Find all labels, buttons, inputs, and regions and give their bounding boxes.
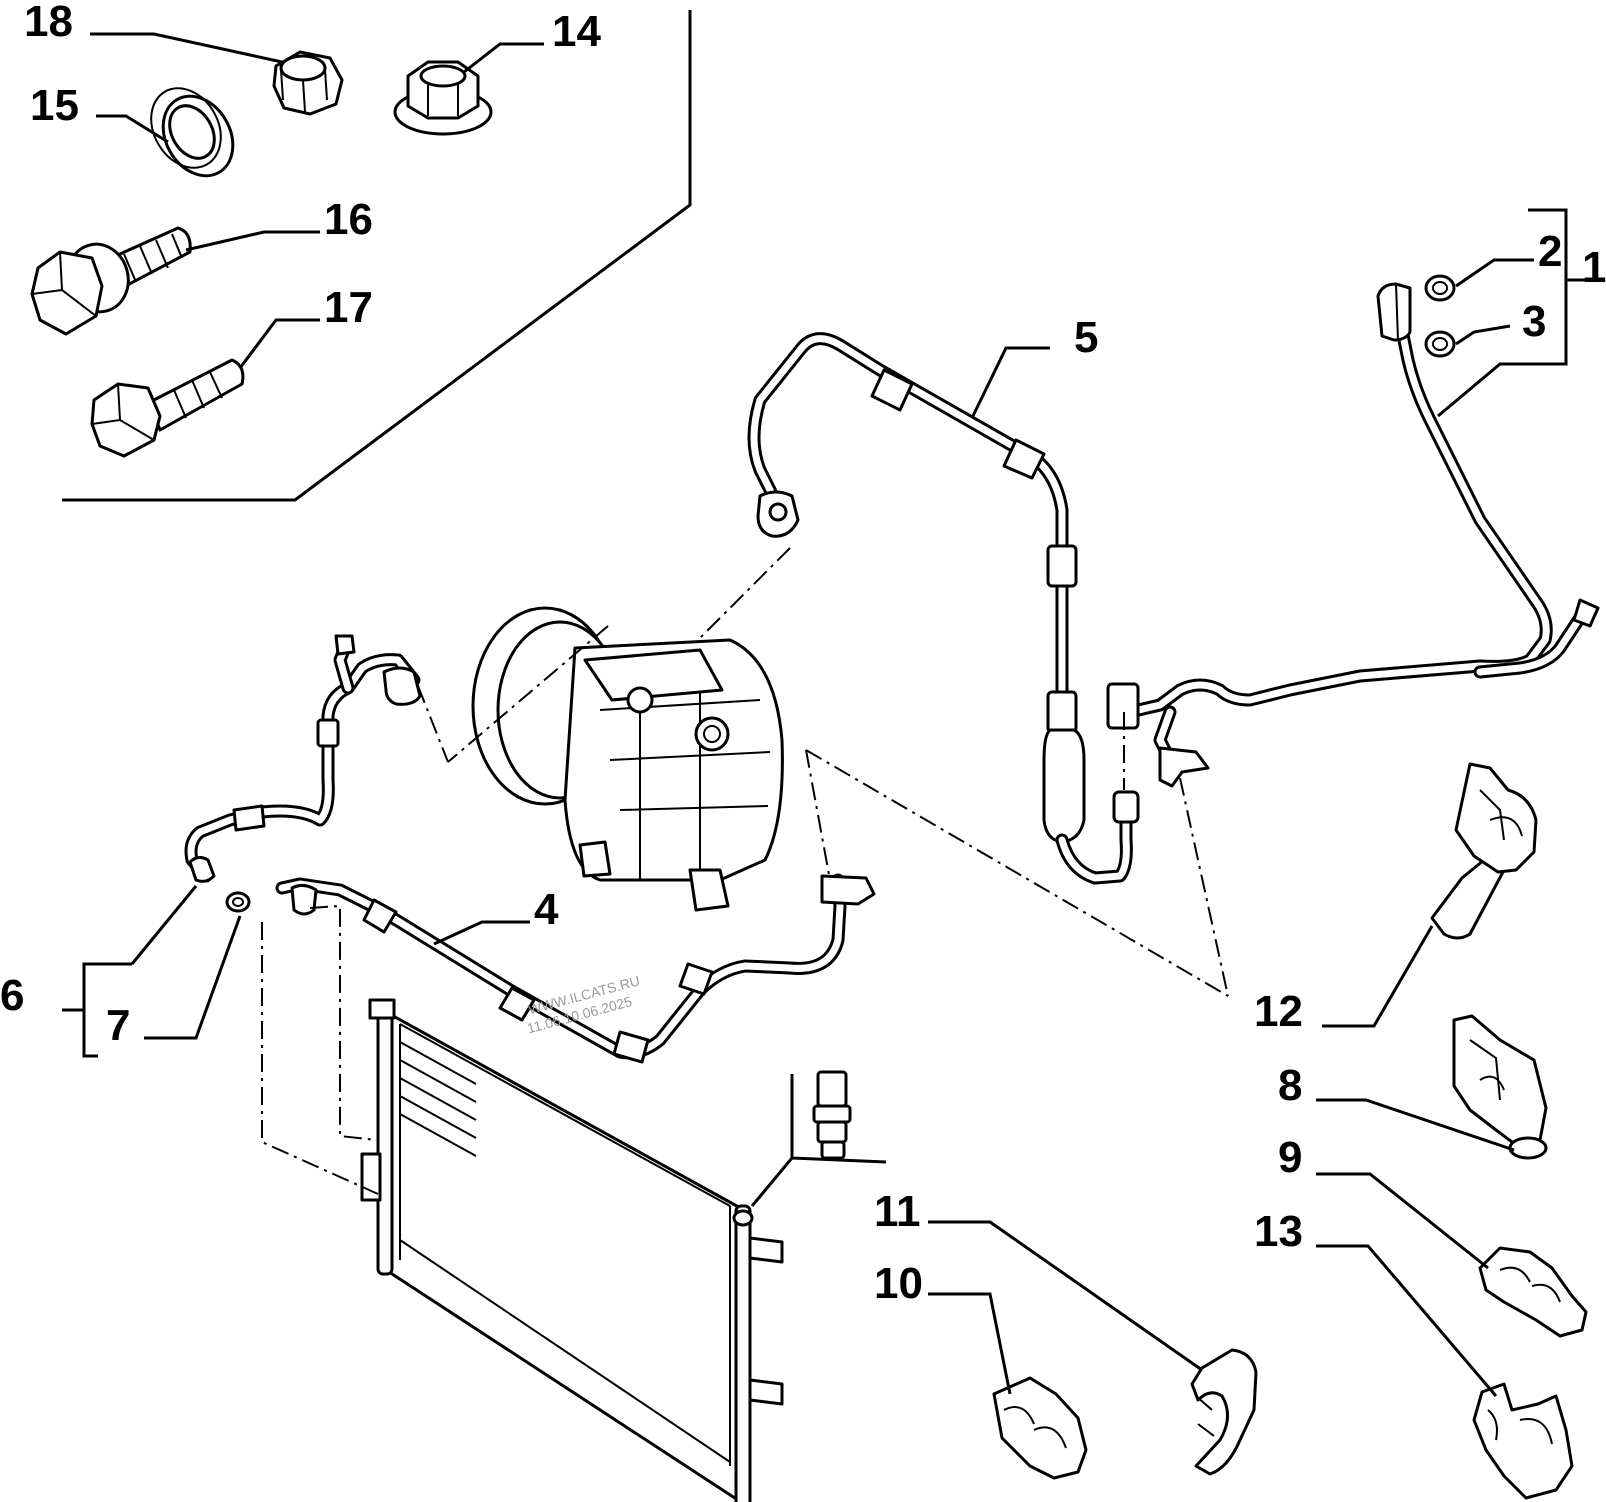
callout-7: 7: [106, 1001, 130, 1050]
callout-12: 12: [1254, 987, 1303, 1036]
condenser: [360, 998, 784, 1502]
pipe-5: [747, 332, 1140, 885]
bolt-16: [30, 226, 192, 336]
bolt-17: [90, 358, 245, 458]
callout-6: 6: [0, 971, 24, 1020]
pipe-6: [184, 634, 422, 883]
callouts: 18 15 14 16 17 5 2 3 1 4 6 7 12 8 9 13 1…: [0, 0, 1606, 1308]
pipe-1: [1106, 282, 1600, 788]
callout-16: 16: [324, 195, 373, 244]
clip-8: [1452, 1014, 1548, 1160]
o-ring-3: [1424, 330, 1456, 358]
callout-1: 1: [1582, 243, 1606, 292]
callout-17: 17: [324, 283, 373, 332]
o-ring-2: [1424, 274, 1456, 302]
callout-13: 13: [1254, 1207, 1303, 1256]
callout-18: 18: [24, 0, 73, 46]
callout-2: 2: [1538, 227, 1562, 276]
pipe-4: [275, 873, 876, 1064]
pressure-switch: [812, 1070, 852, 1160]
separator-line: [62, 10, 692, 502]
callout-15: 15: [30, 81, 79, 130]
assembly-lines: [261, 547, 1229, 1195]
clip-12: [1430, 762, 1538, 940]
callout-10: 10: [874, 1259, 923, 1308]
callout-3: 3: [1522, 297, 1546, 346]
o-ring-7: [225, 891, 251, 913]
clip-13: [1472, 1382, 1574, 1500]
washer-15: [150, 87, 235, 178]
compressor: [471, 606, 784, 912]
callout-8: 8: [1278, 1061, 1302, 1110]
nut-18: [272, 50, 344, 116]
leader-lines: [62, 32, 1600, 1397]
callout-4: 4: [534, 885, 559, 934]
callout-9: 9: [1278, 1133, 1302, 1182]
clip-10: [992, 1376, 1088, 1480]
callout-11: 11: [874, 1187, 921, 1236]
clip-11: [1190, 1348, 1258, 1476]
callout-5: 5: [1074, 313, 1098, 362]
callout-14: 14: [552, 7, 601, 56]
clip-9: [1478, 1246, 1588, 1338]
flange-nut-14: [393, 60, 493, 136]
